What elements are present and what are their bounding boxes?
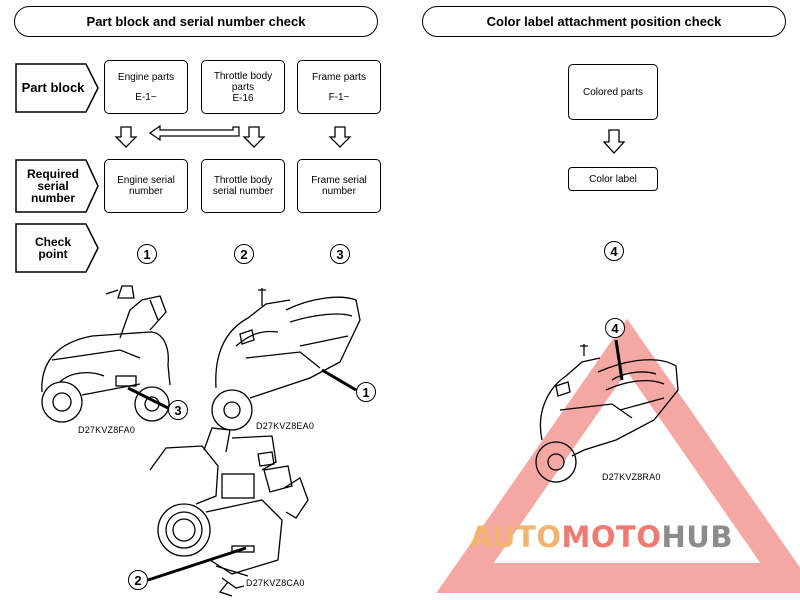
illustration-code-2: D27KVZ8EA0	[256, 421, 315, 431]
part-block-engine-name: Engine parts	[117, 71, 175, 83]
serial-box-engine: Engine serial number	[104, 159, 188, 213]
required-serial-line-1: Required	[26, 167, 79, 181]
bent-arrow-icon	[148, 124, 240, 142]
part-block-label: Part block	[21, 80, 85, 95]
part-block-throttle: Throttle body parts E-16	[201, 60, 285, 114]
part-block-engine-code: E-1~	[135, 91, 157, 103]
callout-1: 1	[356, 382, 376, 402]
check-point-line-1: Check	[34, 235, 72, 249]
serial-engine-line-1: Engine serial	[117, 175, 175, 186]
header-left-text: Part block and serial number check	[86, 14, 306, 29]
row-label-required-serial: Required serial number	[16, 160, 90, 212]
check-point-4-num: 4	[610, 243, 618, 259]
part-block-throttle-name-2: parts	[231, 81, 255, 93]
callout-line-1	[321, 368, 357, 392]
callout-3: 3	[168, 400, 188, 420]
callout-3-num: 3	[174, 402, 182, 418]
callout-2: 2	[128, 570, 148, 590]
check-point-1: 1	[137, 244, 157, 264]
callout-line-2	[147, 546, 247, 582]
callout-line-4	[614, 339, 624, 381]
part-block-engine: Engine parts E-1~	[104, 60, 188, 114]
serial-throttle-line-2: serial number	[212, 186, 274, 197]
callout-4-num: 4	[611, 320, 619, 336]
illustration-code-4: D27KVZ8RA0	[602, 472, 661, 482]
check-point-2-num: 2	[240, 246, 248, 262]
watermark-part-2: MOTO	[561, 520, 662, 554]
check-point-3-num: 3	[336, 246, 344, 262]
scooter-color-label-illustration	[535, 344, 679, 483]
check-point-pentagon	[15, 223, 99, 273]
check-point-3: 3	[330, 244, 350, 264]
check-point-4: 4	[604, 241, 624, 261]
check-point-1-num: 1	[143, 246, 151, 262]
colored-parts-text: Colored parts	[582, 86, 644, 98]
part-block-pentagon	[15, 63, 99, 113]
required-serial-line-3: number	[30, 191, 75, 205]
color-label-box: Color label	[568, 167, 658, 191]
throttle-body-illustration	[149, 427, 309, 597]
callout-line-3	[127, 386, 169, 410]
callout-4: 4	[605, 318, 625, 338]
part-block-frame-name: Frame parts	[312, 71, 366, 83]
check-point-line-2: point	[38, 247, 68, 261]
illustration-code-3: D27KVZ8CA0	[246, 578, 305, 588]
illustration-code-1: D27KVZ8FA0	[78, 425, 136, 435]
part-block-throttle-code: E-16	[232, 92, 254, 104]
row-label-check-point: Check point	[16, 224, 90, 272]
check-point-2: 2	[234, 244, 254, 264]
watermark-part-1: AUTO	[470, 520, 562, 554]
part-block-frame: Frame parts F-1~	[297, 60, 381, 114]
required-serial-line-2: serial	[37, 179, 69, 193]
scooter-side-illustration	[41, 285, 171, 423]
serial-frame-line-1: Frame serial	[311, 175, 367, 186]
part-block-frame-code: F-1~	[328, 91, 350, 103]
watermark-text: AUTOMOTOHUB	[470, 520, 733, 554]
scooter-front-illustration	[211, 288, 361, 431]
down-arrow-icon	[114, 126, 626, 154]
colored-parts-box: Colored parts	[568, 64, 658, 120]
watermark-part-3: HUB	[661, 520, 733, 554]
row-label-part-block: Part block	[16, 64, 90, 112]
header-right-text: Color label attachment position check	[486, 14, 722, 29]
serial-frame-line-2: number	[322, 186, 356, 197]
color-label-text: Color label	[589, 173, 637, 185]
header-part-block-check: Part block and serial number check	[14, 6, 378, 37]
callout-2-num: 2	[134, 572, 142, 588]
header-color-label-check: Color label attachment position check	[422, 6, 786, 37]
serial-box-throttle: Throttle body serial number	[201, 159, 285, 213]
required-serial-pentagon	[15, 159, 99, 213]
callout-1-num: 1	[362, 384, 370, 400]
serial-throttle-line-1: Throttle body	[213, 175, 273, 186]
serial-engine-line-2: number	[129, 186, 163, 197]
watermark-triangle	[436, 318, 800, 593]
part-block-throttle-name-1: Throttle body	[213, 70, 273, 82]
serial-box-frame: Frame serial number	[297, 159, 381, 213]
